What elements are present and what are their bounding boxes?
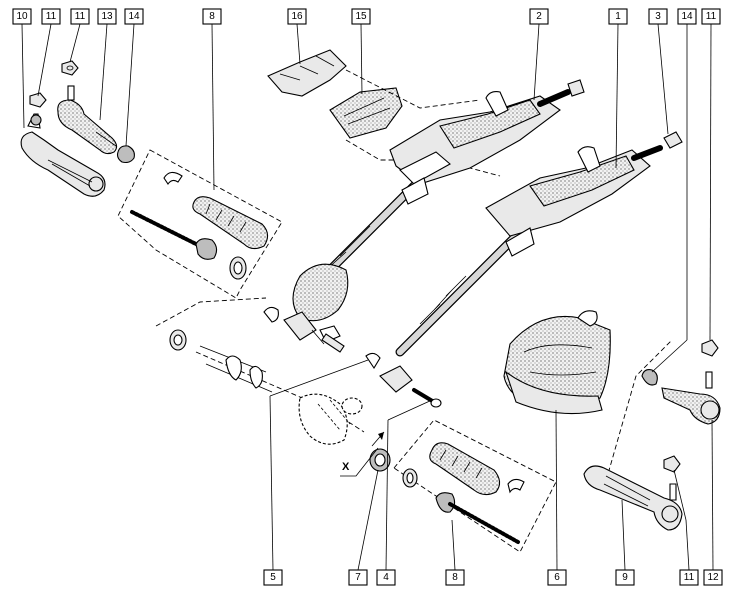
lower-steering-column-1 bbox=[365, 145, 663, 393]
right-tie-rod-guide bbox=[603, 339, 673, 489]
callout-6: 6 bbox=[547, 569, 567, 586]
steering-rack-housing bbox=[155, 297, 365, 445]
left-tie-rod-end-13 bbox=[57, 85, 118, 155]
view-x-label: X bbox=[342, 461, 350, 473]
callout-2: 2 bbox=[529, 8, 549, 25]
callout-7-label: 7 bbox=[355, 572, 361, 583]
callout-3-label: 3 bbox=[655, 11, 661, 22]
callout-14b: 14 bbox=[677, 8, 697, 25]
right-gaiter-kit-8 bbox=[402, 442, 525, 544]
callout-11c: 11 bbox=[701, 8, 721, 25]
callout-11a-label: 11 bbox=[46, 11, 57, 22]
column-bolt-3 bbox=[663, 131, 683, 149]
callout-14a-label: 14 bbox=[128, 11, 140, 22]
left-lock-nut-14 bbox=[116, 145, 135, 164]
callout-10: 10 bbox=[12, 8, 32, 25]
callout-15-label: 15 bbox=[355, 11, 367, 22]
callout-11c-label: 11 bbox=[706, 11, 717, 22]
callout-10-label: 10 bbox=[16, 11, 28, 22]
callout-2-label: 2 bbox=[536, 11, 542, 22]
rack-bush-7 bbox=[369, 448, 391, 472]
callout-9: 9 bbox=[615, 569, 635, 586]
callout-16: 16 bbox=[287, 8, 307, 25]
left-nut-11b bbox=[61, 60, 79, 76]
callout-8a: 8 bbox=[202, 8, 222, 25]
callout-1-label: 1 bbox=[615, 11, 621, 22]
callout-4: 4 bbox=[376, 569, 396, 586]
callout-6-label: 6 bbox=[554, 572, 560, 583]
callout-8a-label: 8 bbox=[209, 11, 215, 22]
left-tie-rod-end-10 bbox=[20, 113, 106, 197]
callout-15: 15 bbox=[351, 8, 371, 25]
callout-11b: 11 bbox=[70, 8, 90, 25]
callout-11b-label: 11 bbox=[75, 11, 86, 22]
callout-13-label: 13 bbox=[101, 11, 113, 22]
upper-mounting-bracket-16 bbox=[267, 49, 347, 97]
callout-5-label: 5 bbox=[270, 572, 276, 583]
callout-11d-label: 11 bbox=[684, 572, 695, 583]
callout-7: 7 bbox=[348, 569, 368, 586]
callout-14a: 14 bbox=[124, 8, 144, 25]
right-lock-nut-14 bbox=[641, 369, 658, 386]
callout-5: 5 bbox=[263, 569, 283, 586]
column-shroud-15 bbox=[329, 87, 403, 139]
right-tie-rod-end-9 bbox=[583, 465, 683, 531]
callout-12-label: 12 bbox=[707, 572, 719, 583]
callout-8b: 8 bbox=[445, 569, 465, 586]
callout-16-label: 16 bbox=[291, 11, 303, 22]
callout-11d: 11 bbox=[679, 569, 699, 586]
left-gaiter-kit-8 bbox=[130, 171, 269, 280]
callout-8b-label: 8 bbox=[452, 572, 458, 583]
leader-lines bbox=[21, 23, 714, 571]
right-tie-rod-end-12 bbox=[661, 371, 721, 425]
column-gaiter-6 bbox=[503, 310, 611, 415]
callout-9-label: 9 bbox=[622, 572, 628, 583]
right-gaiter-kit-outline bbox=[393, 419, 557, 553]
callout-1: 1 bbox=[608, 8, 628, 25]
view-x-marker: X bbox=[340, 431, 385, 477]
callout-11a: 11 bbox=[41, 8, 61, 25]
callout-13: 13 bbox=[97, 8, 117, 25]
callout-3: 3 bbox=[648, 8, 668, 25]
right-nut-11d bbox=[663, 455, 681, 473]
right-nut-11c bbox=[701, 339, 719, 357]
callout-4-label: 4 bbox=[383, 572, 389, 583]
callout-14b-label: 14 bbox=[681, 11, 693, 22]
pinch-bolt-4 bbox=[412, 388, 442, 408]
callout-12: 12 bbox=[703, 569, 723, 586]
lower-gaiter-upper-column bbox=[263, 263, 349, 353]
